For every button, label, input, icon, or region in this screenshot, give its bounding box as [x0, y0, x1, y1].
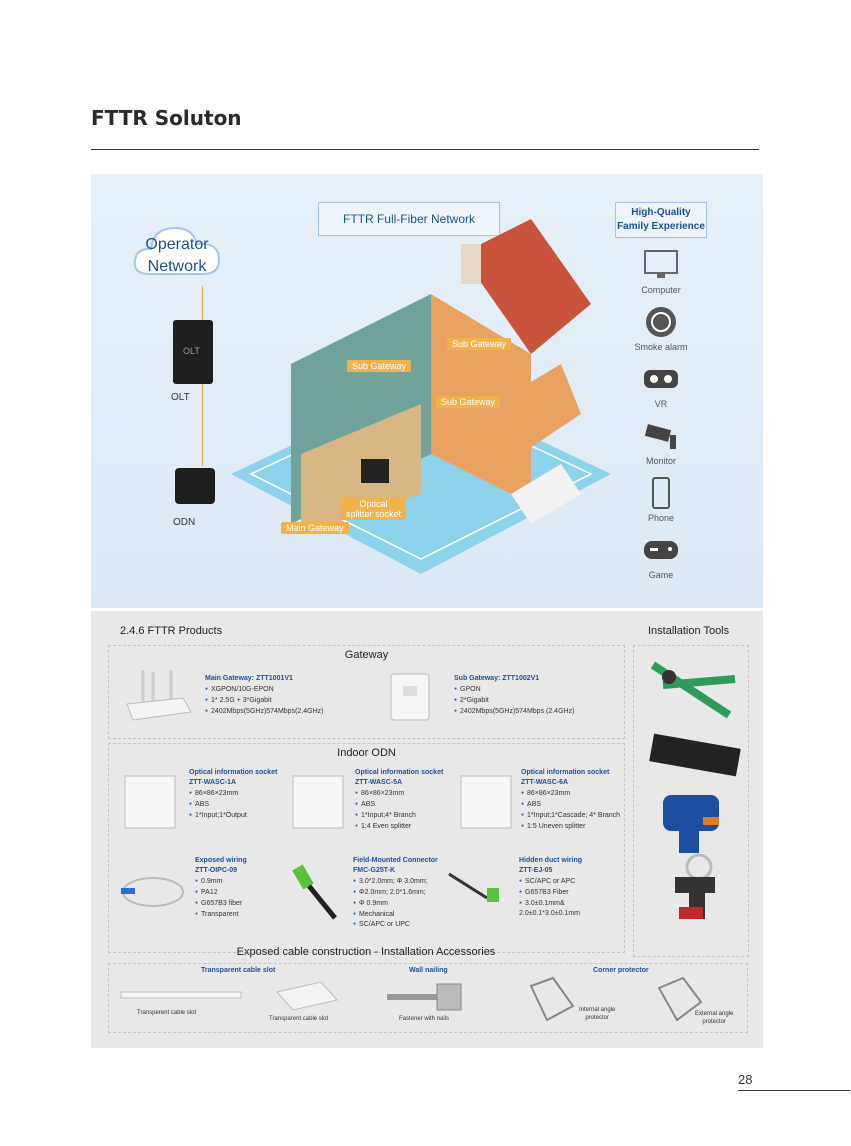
page-title: FTTR Soluton: [91, 106, 242, 130]
title-rule: [91, 149, 759, 150]
device-vr: VR: [623, 362, 699, 419]
sub-gateway-tag-right: Sub Gateway: [436, 396, 501, 408]
sub-gateway-specs: Sub Gateway: ZTT1002V1 GPON2*Gigabit2402…: [454, 674, 574, 717]
experience-badge: High-Quality Family Experience: [615, 202, 707, 238]
computer-icon: [644, 250, 678, 278]
network-badge: FTTR Full-Fiber Network: [318, 202, 500, 236]
cable-slot-image-2: [276, 981, 338, 1011]
socket-6a-specs: Optical information socket ZTT-WASC-6A 8…: [521, 768, 620, 831]
socket-1a-specs: Optical information socket ZTT-WASC-1A 8…: [189, 768, 277, 821]
cable-slot-caption-1: Transperent cable slot: [137, 1010, 197, 1016]
sub-gateway-image: [390, 673, 430, 721]
external-angle-caption: External angle protector: [695, 1011, 734, 1025]
cable-slot-caption-2: Transparent cable slot: [269, 1016, 329, 1022]
device-list: Computer Smoke alarm VR Monitor Phone Ga…: [623, 248, 699, 590]
socket-5a-image: [292, 775, 344, 829]
socket-5a-specs: Optical information socket ZTT-WASC-5A 8…: [355, 768, 443, 831]
sub-gateway-tag-left: Sub Gateway: [347, 360, 412, 372]
wall-nailing-label: Wall nailing: [409, 967, 448, 974]
fusion-tool-image: [663, 795, 719, 853]
socket-6a-image: [460, 775, 512, 829]
field-connector-image: [292, 864, 337, 920]
internal-angle-caption: Internal angle protector: [579, 1007, 616, 1021]
device-computer: Computer: [623, 248, 699, 305]
device-phone: Phone: [623, 476, 699, 533]
internal-angle-image: [529, 976, 575, 1022]
gateway-box: Gateway Main Gateway: ZTT1001V1 XGPON/10…: [108, 645, 625, 739]
fastener-image: [387, 983, 462, 1011]
tools-box: [633, 645, 749, 957]
main-gateway-specs: Main Gateway: ZTT1001V1 XGPON/10G-EPON1*…: [205, 674, 323, 717]
page-number-rule: [738, 1090, 850, 1091]
smoke-alarm-icon: [646, 307, 676, 337]
cable-slot-image-1: [120, 991, 242, 999]
olt-label: OLT: [171, 392, 190, 403]
sub-gateway-tag-top: Sub Gateway: [447, 338, 512, 350]
device-monitor: Monitor: [623, 419, 699, 476]
corner-protector-label: Corner protector: [593, 967, 649, 974]
fttr-network-illustration: Operator Network FTTR Full-Fiber Network…: [91, 174, 763, 608]
odn-device: [175, 468, 215, 504]
products-section-title: 2.4.6 FTTR Products: [120, 625, 223, 637]
cloud-icon: [133, 226, 221, 275]
products-panel: 2.4.6 FTTR Products Installation Tools G…: [91, 611, 763, 1048]
optical-socket-tag: Optical splitter socket: [341, 498, 407, 520]
main-gateway-tag: Main Gateway: [281, 522, 349, 534]
exposed-wiring-specs: Exposed wiring ZTT-OIPC-09 0.9mmPA12G657…: [195, 856, 247, 919]
operator-network-label: Operator Network: [145, 236, 209, 275]
odn-label: ODN: [173, 517, 196, 528]
blowing-tool-image: [675, 853, 715, 919]
cable-slot-label: Transparent cable slot: [201, 967, 276, 974]
accessories-title: Exposed cable construction - Installatio…: [236, 946, 496, 958]
phone-icon: [652, 477, 670, 509]
page-number: 28: [738, 1072, 753, 1087]
tools-section-title: Installation Tools: [648, 625, 730, 637]
fastener-caption: Fastener with nails: [399, 1016, 450, 1022]
main-gateway-image: [126, 670, 192, 721]
field-connector-specs: Field-Mounted Connector FMC-G25T-K 3.0*2…: [353, 856, 438, 930]
socket-1a-image: [124, 775, 176, 829]
device-game: Game: [623, 533, 699, 590]
cleaver-tool-image: [649, 733, 741, 777]
vr-icon: [644, 370, 678, 388]
gamepad-icon: [644, 541, 678, 559]
olt-device: OLT: [173, 320, 213, 384]
stripper-tool-image: [650, 661, 736, 719]
exposed-wiring-image: [121, 877, 184, 907]
external-angle-image: [657, 976, 703, 1022]
hidden-duct-specs: Hidden duct wiring ZTT-EJ-05 SC/APC or A…: [519, 856, 624, 919]
camera-icon: [644, 424, 676, 449]
accessories-box: Transparent cable slot Transperent cable…: [108, 963, 748, 1033]
indoor-odn-box: Indoor ODN Optical information socket ZT…: [108, 743, 625, 953]
hidden-duct-image: [448, 872, 499, 902]
device-smoke-alarm: Smoke alarm: [623, 305, 699, 362]
